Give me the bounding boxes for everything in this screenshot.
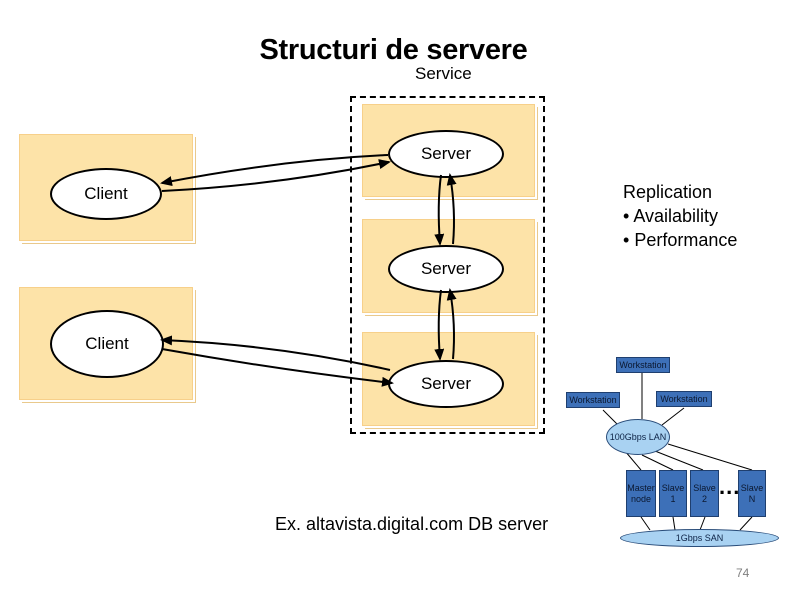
page-number: 74 xyxy=(736,566,750,580)
arrow-client1-to-server1 xyxy=(161,159,391,192)
workstation-right: Workstation xyxy=(656,391,712,407)
workstation-left: Workstation xyxy=(566,392,620,408)
workstation-top: Workstation xyxy=(616,357,670,373)
san-bubble: 1Gbps SAN xyxy=(620,529,779,547)
server-node-3: Server xyxy=(388,360,504,408)
server-node-2: Server xyxy=(388,245,504,293)
arrow-server3-to-server2 xyxy=(446,288,457,360)
lan-bubble: 100Gbps LAN xyxy=(606,419,670,455)
network-lines xyxy=(602,373,753,531)
replication-heading: Replication xyxy=(623,182,713,202)
service-label: Service xyxy=(415,64,472,83)
service-boundary xyxy=(350,96,545,434)
nodes-ellipsis: ... xyxy=(719,474,741,499)
example-caption: Ex. altavista.digital.com DB server xyxy=(275,514,549,534)
page-title: Structuri de servere xyxy=(259,34,528,66)
arrow-server1-to-server2 xyxy=(434,174,445,246)
replication-bullet-availability: • Availability xyxy=(623,206,719,226)
client-node-1: Client xyxy=(50,168,162,220)
client-node-2: Client xyxy=(50,310,164,378)
arrow-server3-to-client2 xyxy=(160,335,391,371)
replication-bullet-performance: • Performance xyxy=(623,230,738,250)
replication-notes: Replication • Availability • Performance xyxy=(623,180,737,252)
arrow-server1-to-client1 xyxy=(160,154,389,186)
arrow-server2-to-server1 xyxy=(446,173,457,245)
arrow-client2-to-server3 xyxy=(161,348,394,387)
arrow-server2-to-server3 xyxy=(434,289,445,361)
server-node-1: Server xyxy=(388,130,504,178)
